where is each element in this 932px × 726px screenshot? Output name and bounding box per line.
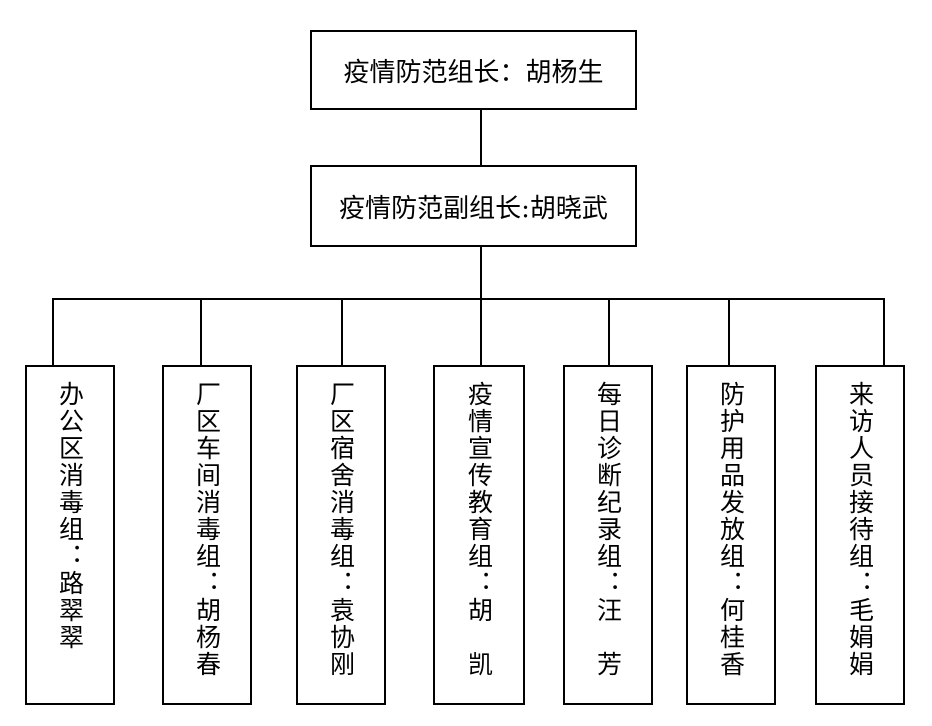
group-text: 来访人员接待组：毛娟娟 — [845, 381, 875, 678]
group-box-education: 疫情宣传教育组：胡 凯 — [433, 365, 525, 705]
group-box-office-disinfection: 办公区消毒组：路翠翠 — [25, 365, 115, 705]
group-text: 厂区车间消毒组：胡杨春 — [192, 381, 222, 678]
group-text: 办公区消毒组：路翠翠 — [55, 381, 85, 651]
connector-horizontal-bus — [52, 298, 884, 300]
group-box-workshop-disinfection: 厂区车间消毒组：胡杨春 — [162, 365, 252, 705]
deputy-text: 疫情防范副组长:胡晓武 — [339, 193, 608, 224]
connector-group-7 — [883, 298, 885, 365]
connector-group-2 — [200, 298, 202, 365]
group-text: 疫情宣传教育组：胡 凯 — [464, 381, 494, 678]
deputy-box: 疫情防范副组长:胡晓武 — [310, 165, 637, 247]
connector-group-4 — [480, 298, 482, 365]
connector-group-5 — [608, 298, 610, 365]
connector-deputy-bus — [480, 245, 482, 299]
group-text: 厂区宿舍消毒组：袁协刚 — [326, 381, 356, 678]
group-box-dormitory-disinfection: 厂区宿舍消毒组：袁协刚 — [296, 365, 386, 705]
group-text: 每日诊断纪录组：汪 芳 — [593, 381, 623, 678]
leader-text: 疫情防范组长：胡杨生 — [343, 57, 604, 88]
connector-group-3 — [341, 298, 343, 365]
connector-leader-deputy — [480, 108, 482, 165]
group-box-visitor-reception: 来访人员接待组：毛娟娟 — [815, 365, 905, 705]
group-box-daily-diagnosis: 每日诊断纪录组：汪 芳 — [563, 365, 653, 705]
connector-group-6 — [728, 298, 730, 365]
group-box-protective-supplies: 防护用品发放组：何桂香 — [686, 365, 776, 705]
connector-group-1 — [52, 298, 54, 365]
leader-box: 疫情防范组长：胡杨生 — [310, 30, 637, 110]
group-text: 防护用品发放组：何桂香 — [716, 381, 746, 678]
